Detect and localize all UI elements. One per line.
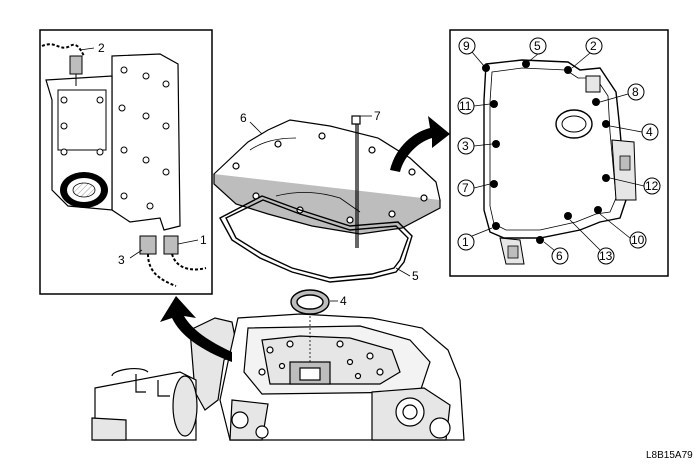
callout-10-right: 10	[631, 233, 645, 247]
callout-13-right: 13	[599, 249, 613, 263]
callout-11-right: 11	[459, 99, 472, 113]
callout-2-right: 2	[590, 39, 597, 53]
callout-4-right: 4	[646, 125, 653, 139]
callout-3-left: 3	[118, 253, 125, 267]
callout-3-right: 3	[462, 139, 469, 153]
reference-code: L8B15A79	[646, 450, 693, 461]
callout-1-right: 1	[462, 235, 469, 249]
callouts: 2 1 3 6 7 5 4	[98, 37, 661, 308]
bolt-7	[351, 115, 361, 248]
callout-7-centre: 7	[374, 109, 381, 123]
callout-9-right: 9	[463, 39, 470, 53]
callout-7-right: 7	[462, 181, 469, 195]
callout-5-right: 5	[534, 39, 541, 53]
callout-6-right: 6	[556, 249, 563, 263]
seal-4	[290, 289, 330, 362]
callout-1-left: 1	[200, 233, 207, 247]
callout-6-centre: 6	[240, 111, 247, 125]
callout-8-right: 8	[632, 85, 639, 99]
gasket	[219, 195, 413, 283]
callout-12-right: 12	[645, 179, 659, 193]
valve-body-cover	[213, 119, 441, 235]
arrow-to-left-inset	[160, 296, 232, 362]
callout-4-centre: 4	[340, 294, 347, 308]
transmission-case	[189, 313, 465, 441]
left-inset	[39, 29, 213, 295]
cylinder-part	[91, 368, 198, 441]
callout-2-left: 2	[98, 41, 105, 55]
callout-5-centre: 5	[412, 269, 419, 283]
arrow-to-right-inset	[390, 116, 450, 172]
